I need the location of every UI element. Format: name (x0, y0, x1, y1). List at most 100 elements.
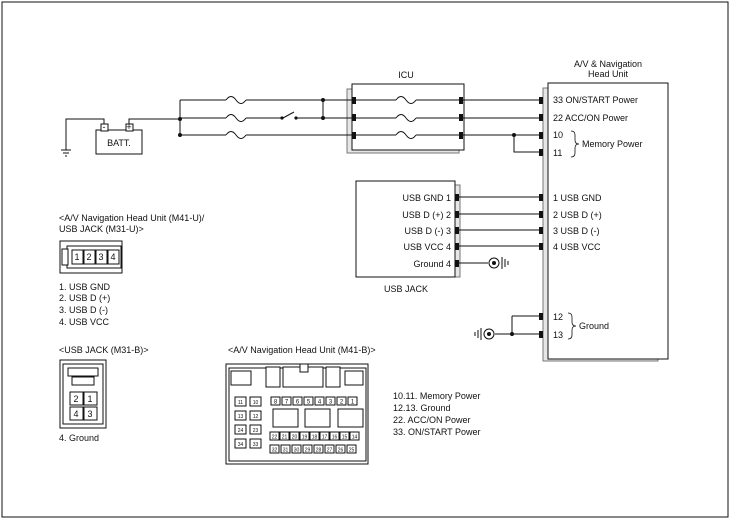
m41b-pin-27: 27 (327, 448, 333, 454)
m41b-pin-29: 29 (305, 448, 311, 454)
head-unit-pin-22: 22 ACC/ON Power (553, 113, 628, 123)
m41b-pin-22: 22 (272, 435, 278, 441)
battery-pos-sign: + (126, 122, 131, 132)
m41b-pin-12: 12 (253, 414, 259, 420)
head-unit-pin-10: 10 (553, 130, 563, 140)
head-unit-pin-3: 3 USB D (-) (553, 226, 600, 236)
m41b-pin-11: 11 (238, 400, 243, 406)
m41b-pin-32: 32 (272, 448, 278, 454)
usb-ground-symbol (488, 257, 509, 269)
head-unit-pin-33: 33 ON/START Power (553, 95, 638, 105)
m41u-legend-3: 3. USB D (-) (59, 305, 108, 315)
m41b-title: <A/V Navigation Head Unit (M41-B)> (228, 345, 376, 355)
m41b-pin-33: 33 (253, 442, 259, 448)
m41b-left-pins (234, 396, 262, 449)
m41b-pin-10: 10 (253, 400, 259, 406)
head-unit-pin-terminals (539, 97, 543, 338)
m41b-legend-2: 12.13. Ground (393, 403, 451, 413)
head-unit-title-line1: A/V & Navigation (574, 59, 642, 69)
memory-power-label: Memory Power (582, 139, 643, 149)
m41b-pin-13: 13 (238, 414, 244, 420)
battery-label: BATT. (107, 138, 131, 148)
head-unit-pin-13: 13 (553, 330, 563, 340)
usb-to-head-unit-wiring (459, 196, 539, 264)
m41b-pin-25: 25 (349, 448, 355, 454)
ground-brace (567, 312, 577, 340)
m31b-pin-2: 2 (73, 394, 78, 404)
m41u-legend-1: 1. USB GND (59, 282, 111, 292)
m41u-pin-1: 1 (74, 252, 79, 262)
head-unit-pin-1: 1 USB GND (553, 193, 602, 203)
battery-box (95, 129, 143, 155)
m41b-pin-26: 26 (338, 448, 344, 454)
head-unit-box (547, 82, 669, 360)
m41u-title-line1: <A/V Navigation Head Unit (M41-U)/ (59, 213, 205, 223)
head-unit-pin-12: 12 (553, 312, 563, 322)
m41b-pin-30: 30 (294, 448, 300, 454)
m31b-legend-1: 4. Ground (59, 433, 99, 443)
m41b-pin-19: 19 (302, 435, 308, 441)
m41b-pin-3: 3 (329, 400, 333, 406)
head-unit-title-line2: Head Unit (588, 69, 629, 79)
m31b-pin-3: 3 (87, 409, 92, 419)
m41b-pin-23: 23 (253, 428, 259, 434)
m41b-pin-14: 14 (352, 435, 358, 441)
head-unit-ground-wiring (495, 315, 539, 336)
m41b-pin-20: 20 (292, 435, 298, 441)
m41u-legend-4: 4. USB VCC (59, 317, 110, 327)
m41b-pin-15: 15 (342, 435, 348, 441)
head-unit-pin-2: 2 USB D (+) (553, 210, 602, 220)
head-unit-ground-symbol (474, 328, 495, 340)
m31b-pin-4: 4 (73, 409, 78, 419)
memory-power-brace (570, 130, 580, 158)
usb-jack-pin-2: USB D (+) 2 (402, 210, 451, 220)
battery-wiring (61, 96, 352, 157)
m41b-pin-7: 7 (285, 400, 289, 406)
m41b-pin-34: 34 (238, 442, 244, 448)
m41b-pin-6: 6 (296, 400, 300, 406)
m41b-pin-17: 17 (322, 435, 328, 441)
m31b-connector-face (59, 359, 107, 429)
usb-jack-ground-pin: Ground 4 (413, 259, 451, 269)
battery-neg-sign: - (103, 122, 106, 132)
m31b-pin-1: 1 (87, 394, 92, 404)
m41b-row2-pins (269, 431, 360, 441)
ground-label: Ground (579, 321, 609, 331)
icu-to-head-unit-wiring (463, 99, 539, 153)
m41b-row1-pins (270, 396, 358, 406)
usb-jack-pin-terminals (455, 194, 459, 267)
m41b-pin-2: 2 (340, 400, 344, 406)
head-unit-pin-4: 4 USB VCC (553, 242, 601, 252)
head-unit-pin-11: 11 (553, 148, 562, 158)
m41b-pin-8: 8 (274, 400, 278, 406)
m41b-legend-3: 22. ACC/ON Power (393, 415, 471, 425)
m41b-pin-4: 4 (318, 400, 322, 406)
m41b-row3-pins (269, 444, 357, 454)
m41b-pin-21: 21 (282, 435, 288, 441)
m31b-title: <USB JACK (M31-B)> (59, 345, 149, 355)
icu-box (351, 83, 465, 151)
m41u-pin-4: 4 (110, 252, 115, 262)
m41b-pin-24: 24 (238, 428, 244, 434)
icu-pin-terminals (352, 97, 463, 139)
m41u-connector-face (59, 240, 123, 274)
m41b-legend-1: 10.11. Memory Power (393, 391, 480, 401)
icu-internal-fuses (356, 96, 459, 139)
m41b-pin-18: 18 (312, 435, 318, 441)
page-frame (1, 1, 729, 518)
m41b-legend-4: 33. ON/START Power (393, 427, 481, 437)
m41b-pin-28: 28 (316, 448, 322, 454)
usb-jack-pin-1: USB GND 1 (402, 193, 451, 203)
m41u-title-line2: USB JACK (M31-U)> (59, 224, 144, 234)
m41b-pin-5: 5 (307, 400, 311, 406)
m41b-pin-31: 31 (283, 448, 289, 454)
usb-jack-pin-4: USB VCC 4 (403, 242, 451, 252)
usb-jack-title: USB JACK (384, 284, 428, 294)
m41u-pin-3: 3 (98, 252, 103, 262)
m41u-legend-2: 2. USB D (+) (59, 293, 110, 303)
icu-title: ICU (398, 70, 414, 80)
usb-jack-pin-3: USB D (-) 3 (404, 226, 451, 236)
m41u-pin-2: 2 (86, 252, 91, 262)
m41b-pin-1: 1 (351, 400, 355, 406)
